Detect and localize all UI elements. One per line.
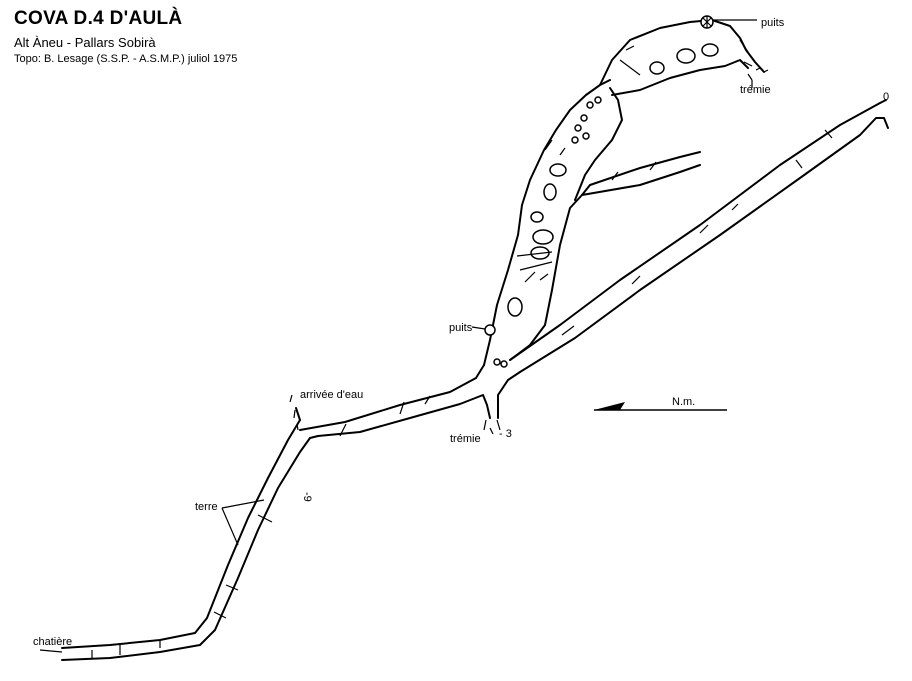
pebble <box>493 358 501 366</box>
label-minus-3: - 3 <box>499 428 512 440</box>
rock <box>649 61 665 75</box>
rock <box>676 48 696 64</box>
label-puits-mid: puits <box>449 322 473 334</box>
chatiere-leader <box>39 649 63 653</box>
main-gallery <box>61 364 521 661</box>
pebble <box>594 96 602 104</box>
pebble <box>500 360 508 368</box>
survey-title: COVA D.4 D'AULÀ <box>14 8 183 29</box>
north-arrow: N.m. <box>594 396 727 411</box>
puits-top-symbol <box>700 15 757 29</box>
rock <box>701 43 719 57</box>
title-block: COVA D.4 D'AULÀ Alt Àneu - Pallars Sobir… <box>14 8 237 65</box>
rock <box>543 183 557 201</box>
rock <box>532 229 554 245</box>
east-gallery <box>509 99 889 373</box>
label-terre: terre <box>195 501 218 513</box>
arrivee-symbol <box>289 394 299 431</box>
label-puits-top: puits <box>761 17 785 29</box>
rock <box>530 211 544 223</box>
north-passage <box>483 19 765 368</box>
tremie-mid-symbol <box>483 419 501 435</box>
survey-location: Alt Àneu - Pallars Sobirà <box>14 35 156 50</box>
pebble <box>582 132 590 140</box>
pebble <box>586 101 594 109</box>
pebble <box>571 136 579 144</box>
label-chatiere: chatière <box>33 636 72 648</box>
label-arrivee-eau: arrivée d'eau <box>300 389 363 401</box>
label-tremie-top: trémie <box>740 84 771 96</box>
rock <box>507 297 523 317</box>
north-label: N.m. <box>672 396 695 408</box>
pebble <box>580 114 588 122</box>
label-tremie-mid: trémie <box>450 433 481 445</box>
rock <box>549 163 567 177</box>
label-minus-9: -9 <box>301 492 313 502</box>
terre-leaders <box>221 499 265 546</box>
survey-marks <box>91 39 833 658</box>
tremie-top-symbol <box>743 61 769 88</box>
survey-credit: Topo: B. Lesage (S.S.P. - A.S.M.P.) juli… <box>14 53 238 65</box>
pebble <box>574 124 582 132</box>
puits-mid-symbol <box>471 324 496 336</box>
label-zero: 0 <box>883 91 889 103</box>
